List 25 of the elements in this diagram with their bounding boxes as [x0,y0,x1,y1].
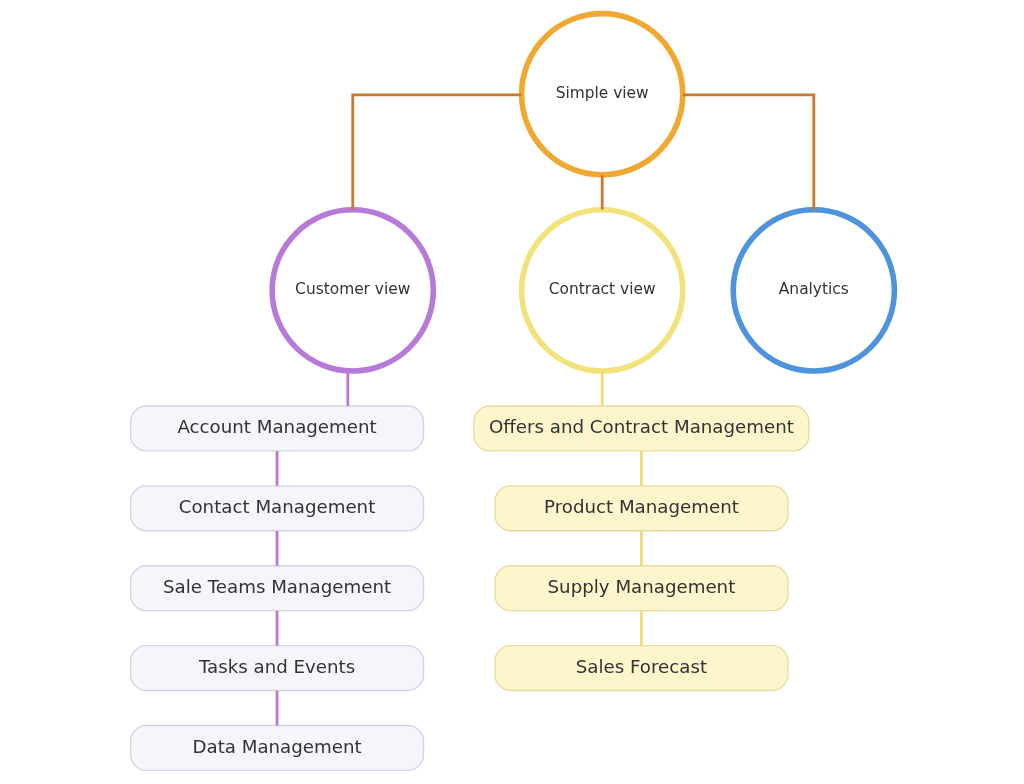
connector [639,610,643,646]
connector [682,93,815,210]
connector [639,451,643,486]
node-circle: Contract view [518,207,686,374]
node-circle: Simple view [518,10,686,178]
node-box: Supply Management [493,565,789,612]
connector [345,371,349,406]
node-circle: Customer view [268,207,436,374]
connector [275,531,278,566]
node-circle: Analytics [729,207,897,374]
node-box: Data Management [129,724,424,772]
node-box: Tasks and Events [129,644,424,692]
node-box: Account Management [129,405,424,452]
node-box: Sales Forecast [493,644,789,692]
node-box: Product Management [493,485,789,532]
node-box: Contact Management [129,485,424,532]
node-box: Offers and Contract Management [472,405,810,452]
connector [600,371,604,406]
connector [275,451,278,486]
connector [639,531,643,566]
connector [350,93,521,210]
connector [600,175,604,210]
connector [275,610,278,646]
connector [275,690,278,726]
node-box: Sale Teams Management [129,565,424,612]
